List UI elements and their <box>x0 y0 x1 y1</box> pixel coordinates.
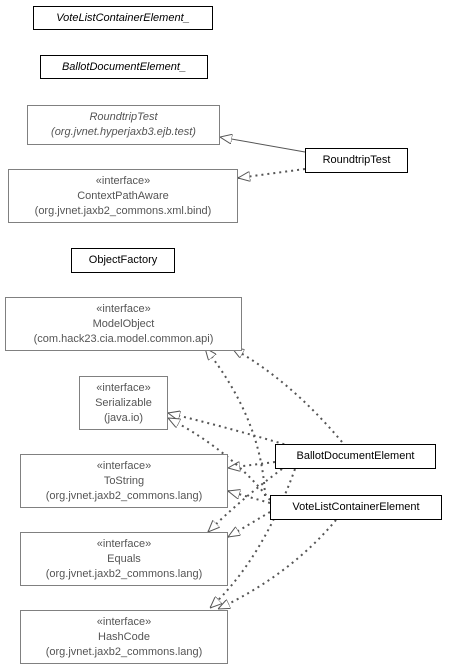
class-package: (java.io) <box>103 411 144 424</box>
interface-serializable[interactable]: «interface» Serializable (java.io) <box>79 376 168 430</box>
class-roundtrip-test-external[interactable]: RoundtripTest (org.jvnet.hyperjaxb3.ejb.… <box>27 105 220 145</box>
class-name: ModelObject <box>92 317 155 330</box>
class-package: (org.jvnet.jaxb2_commons.xml.bind) <box>34 204 212 217</box>
class-package: (org.jvnet.jaxb2_commons.lang) <box>45 567 203 580</box>
class-stereotype: «interface» <box>96 459 152 472</box>
edge-vote-hashcode <box>218 519 337 610</box>
class-name: VoteListContainerElement_ <box>56 11 190 24</box>
class-name: HashCode <box>98 630 150 643</box>
class-roundtrip-test[interactable]: RoundtripTest <box>305 148 408 173</box>
class-stereotype: «interface» <box>96 302 151 315</box>
edge-ballot-modelobject <box>232 347 343 443</box>
interface-model-object[interactable]: «interface» ModelObject (com.hack23.cia.… <box>5 297 242 351</box>
class-vote-list-container-element[interactable]: VoteListContainerElement <box>270 495 442 520</box>
edge-roundtrip-extends <box>220 137 306 153</box>
edge-vote-tostring <box>228 491 271 504</box>
class-name: Equals <box>107 552 141 565</box>
class-name: RoundtripTest <box>322 154 391 166</box>
class-name: Serializable <box>95 396 152 409</box>
class-package: (org.jvnet.jaxb2_commons.lang) <box>45 645 203 658</box>
edge-ballot-serializable <box>168 413 291 447</box>
edge-roundtrip-implements-contextpathaware <box>238 168 306 178</box>
class-name: RoundtripTest <box>89 111 158 123</box>
class-name: ToString <box>103 474 145 487</box>
class-package: (org.jvnet.jaxb2_commons.lang) <box>45 489 203 502</box>
class-vote-list-container-element-underscore[interactable]: VoteListContainerElement_ <box>33 6 213 30</box>
class-ballot-document-element-underscore[interactable]: BallotDocumentElement_ <box>40 55 208 79</box>
interface-equals[interactable]: «interface» Equals (org.jvnet.jaxb2_comm… <box>20 532 228 586</box>
class-name: BallotDocumentElement_ <box>61 60 187 73</box>
edge-vote-equals <box>228 511 271 538</box>
class-stereotype: «interface» <box>95 174 151 187</box>
class-stereotype: «interface» <box>96 381 151 394</box>
class-stereotype: «interface» <box>96 615 152 628</box>
interface-to-string[interactable]: «interface» ToString (org.jvnet.jaxb2_co… <box>20 454 228 508</box>
edge-ballot-tostring <box>228 461 276 468</box>
class-name: ObjectFactory <box>88 254 158 266</box>
interface-context-path-aware[interactable]: «interface» ContextPathAware (org.jvnet.… <box>8 169 238 223</box>
class-name: VoteListContainerElement <box>292 501 420 513</box>
class-object-factory[interactable]: ObjectFactory <box>71 248 175 273</box>
class-stereotype: «interface» <box>96 537 152 550</box>
class-name: BallotDocumentElement <box>296 450 415 462</box>
class-name: ContextPathAware <box>77 189 169 202</box>
interface-hash-code[interactable]: «interface» HashCode (org.jvnet.jaxb2_co… <box>20 610 228 664</box>
class-package: (com.hack23.cia.model.common.api) <box>33 332 214 345</box>
class-package: (org.jvnet.hyperjaxb3.ejb.test) <box>51 126 196 138</box>
class-ballot-document-element[interactable]: BallotDocumentElement <box>275 444 436 469</box>
